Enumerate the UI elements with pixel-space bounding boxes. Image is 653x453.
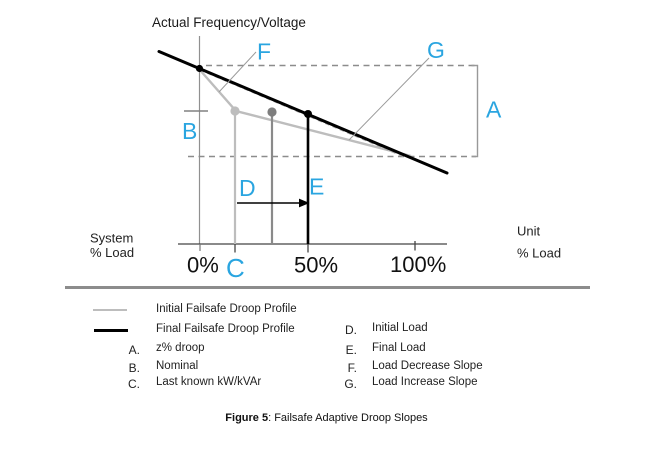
- x-tick-label-100: 100%: [390, 252, 446, 277]
- nominal-point-dot: [195, 64, 204, 73]
- figure-caption-number: Figure 5: [225, 412, 269, 424]
- droop-band-bracket: [471, 64, 479, 158]
- callout-c: C: [226, 253, 245, 283]
- droop-diagram: Actual Frequency/Voltage F G A B D E C 0…: [90, 15, 561, 283]
- legend-key-a: A.: [128, 343, 140, 357]
- load-shift-arrow-head: [299, 198, 310, 208]
- figure-caption: Figure 5: Failsafe Adaptive Droop Slopes: [0, 412, 653, 424]
- callout-g: G: [427, 37, 445, 63]
- legend-label-z-droop: z% droop: [156, 342, 205, 354]
- legend-label-load-increase: Load Increase Slope: [372, 376, 478, 388]
- x-tick-label-50: 50%: [294, 253, 338, 278]
- callout-a: A: [486, 97, 502, 123]
- legend-key-f: F.: [347, 360, 357, 375]
- legend-key-e: E.: [345, 342, 357, 357]
- final-load-point-dot: [304, 110, 312, 118]
- legend-label-nominal: Nominal: [156, 359, 199, 372]
- legend-key-b: B.: [128, 360, 140, 375]
- legend-label-last-known: Last known kW/kVAr: [156, 376, 262, 388]
- legend-label-load-decrease: Load Decrease Slope: [372, 359, 483, 372]
- figure-caption-text: : Failsafe Adaptive Droop Slopes: [268, 412, 428, 424]
- final-profile-swatch: [94, 328, 128, 332]
- last-known-point-dot: [230, 106, 240, 116]
- system-load-label-line1: System: [90, 231, 133, 246]
- load-increase-pointer-line: [348, 57, 430, 141]
- unit-load-label-line1: Unit: [517, 224, 541, 239]
- initial-load-point-dot: [267, 107, 277, 117]
- legend-final-profile-label: Final Failsafe Droop Profile: [156, 322, 295, 335]
- final-droop-profile-line: [157, 50, 449, 175]
- legend-label-final-load: Final Load: [372, 341, 426, 354]
- callout-e: E: [309, 174, 324, 200]
- system-load-label-line2: % Load: [90, 245, 134, 260]
- unit-load-label-line2: % Load: [517, 246, 561, 261]
- legend-key-d: D.: [345, 323, 357, 337]
- load-decrease-pointer-line: [218, 51, 257, 93]
- legend-key-c: C.: [128, 377, 140, 391]
- callout-d: D: [239, 175, 256, 201]
- callout-f: F: [257, 39, 271, 65]
- diagram-title: Actual Frequency/Voltage: [152, 15, 306, 30]
- legend-initial-profile-label: Initial Failsafe Droop Profile: [156, 302, 297, 315]
- legend-label-initial-load: Initial Load: [372, 322, 428, 334]
- initial-profile-swatch: [93, 308, 127, 312]
- legend-separator: [65, 286, 590, 289]
- x-tick-label-0: 0%: [187, 253, 219, 278]
- callout-b: B: [182, 118, 197, 144]
- legend-key-g: G.: [344, 377, 357, 391]
